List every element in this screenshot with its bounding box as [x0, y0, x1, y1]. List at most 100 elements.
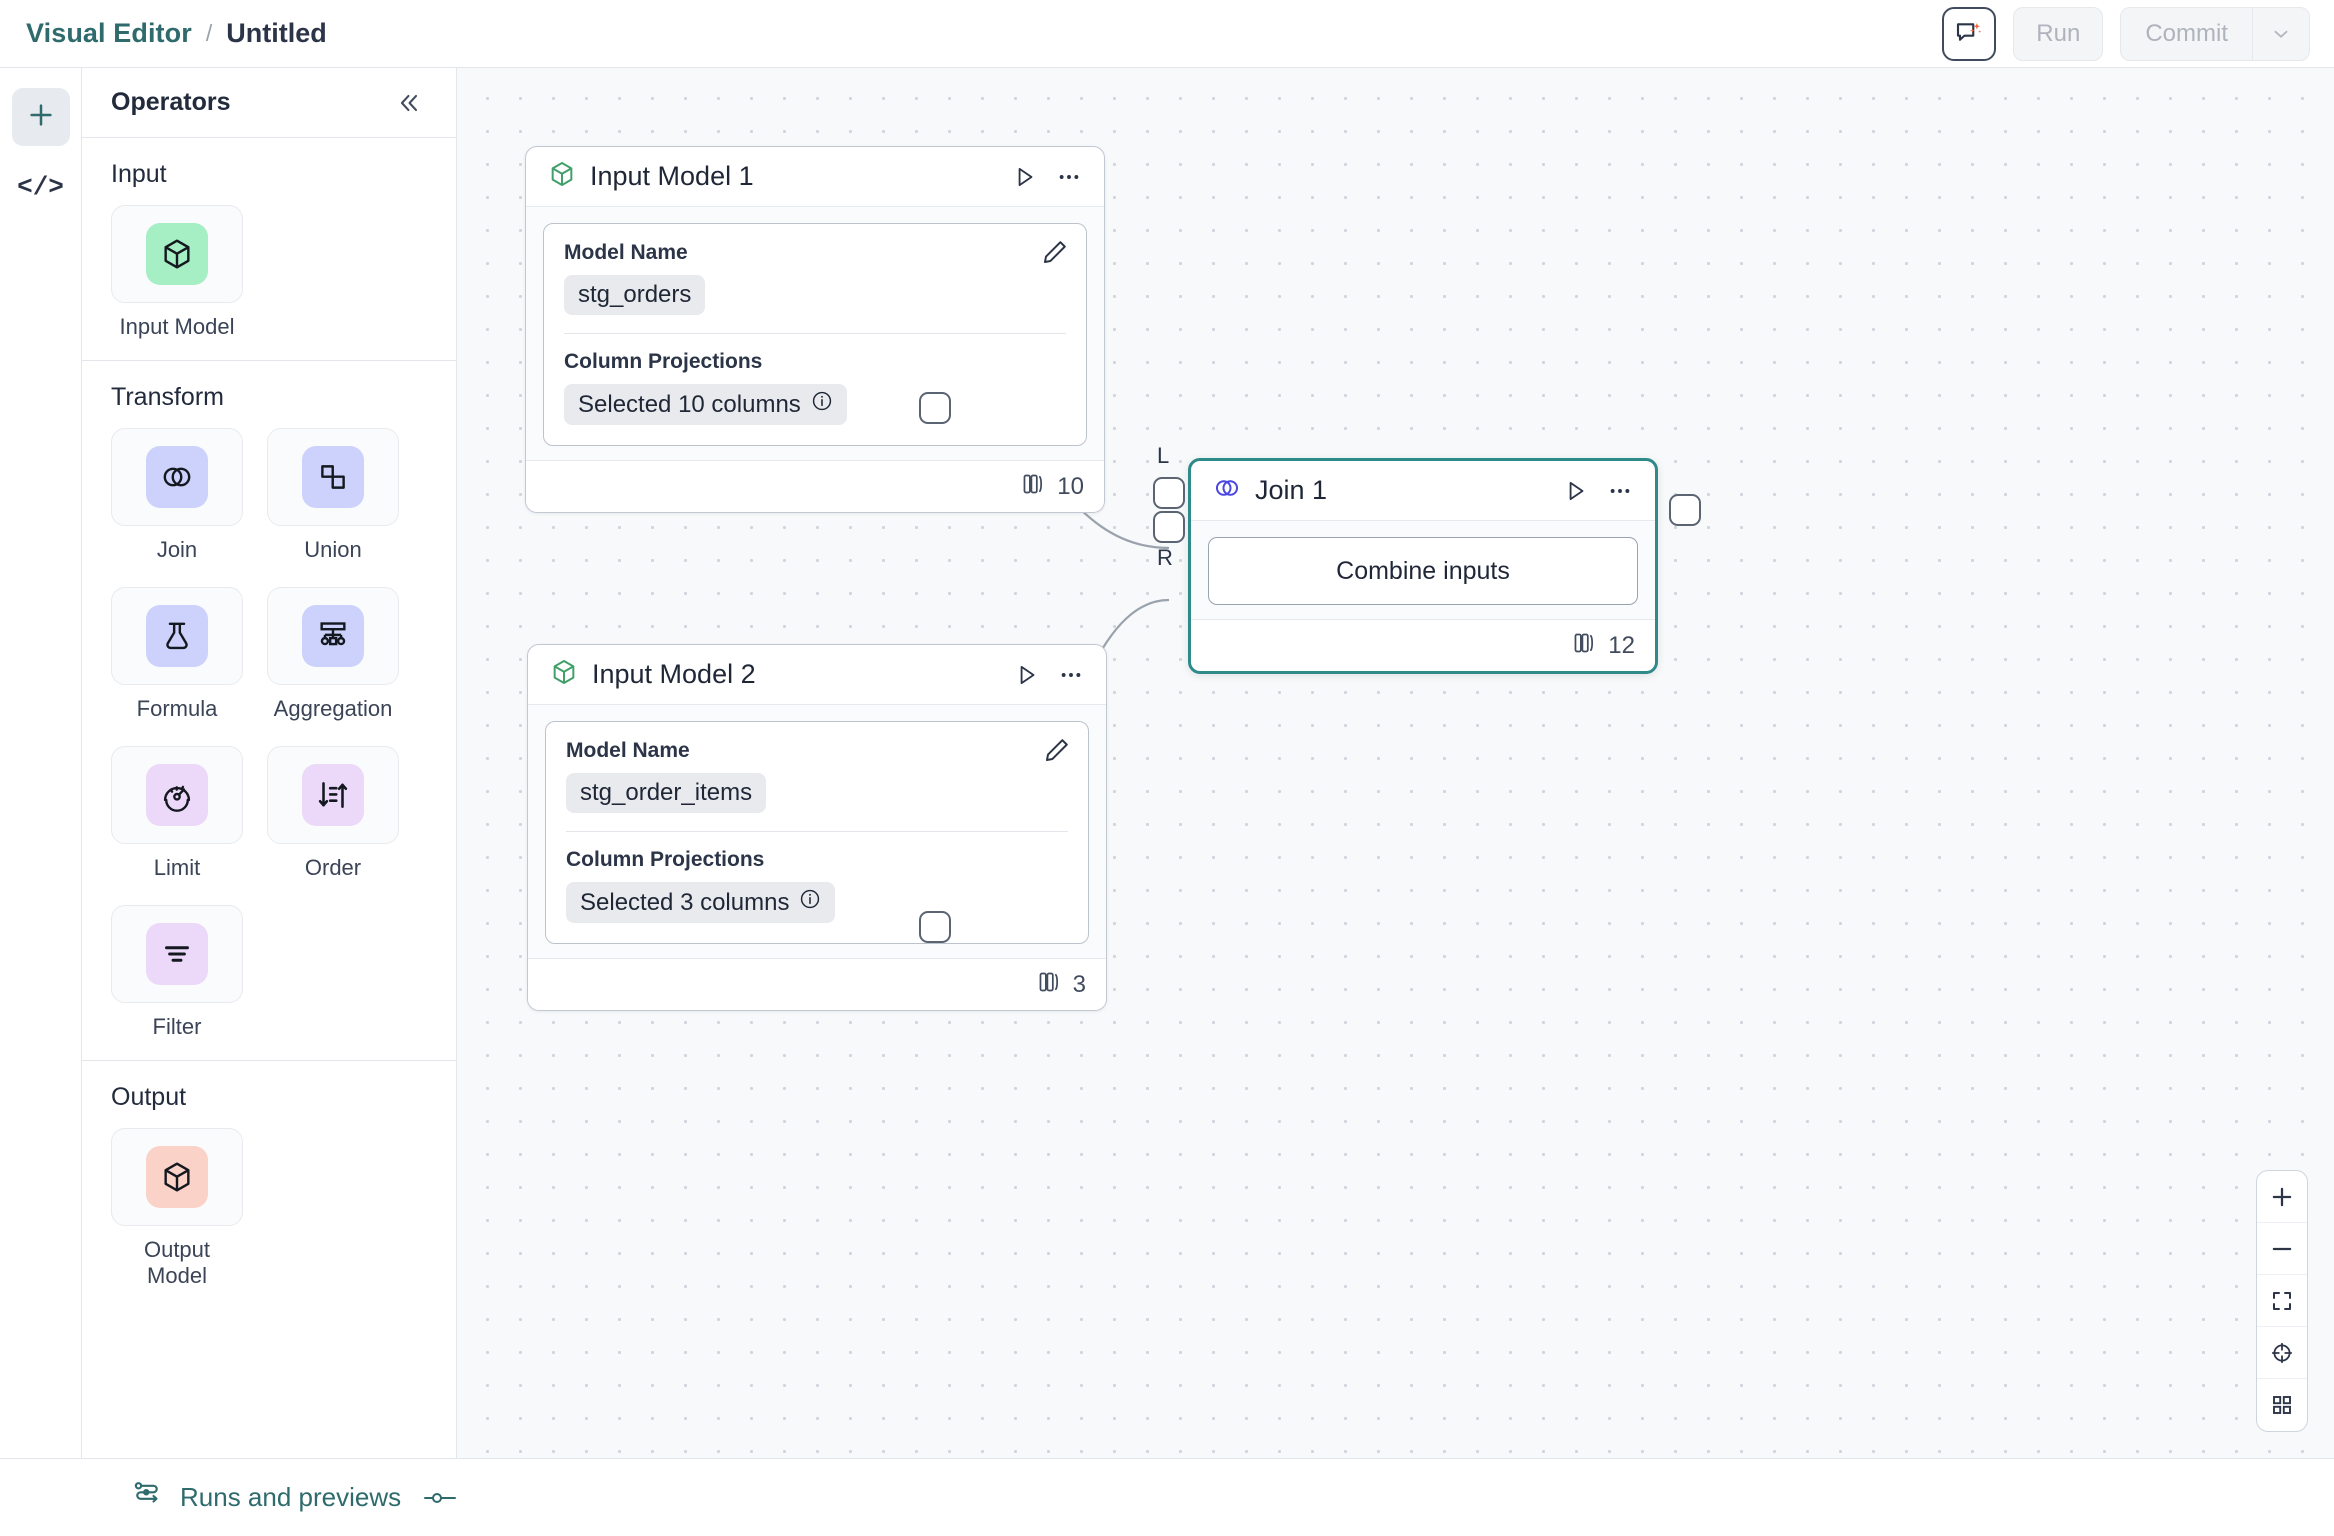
operator-label: Union — [304, 537, 362, 562]
breadcrumb: Visual Editor / Untitled — [26, 18, 327, 49]
columns-icon — [1572, 630, 1598, 661]
gauge-icon — [146, 764, 208, 826]
column-count: 10 — [1057, 472, 1084, 500]
divider — [566, 831, 1068, 832]
operator-formula[interactable]: Formula — [111, 587, 243, 722]
commit-button-group: Commit — [2120, 6, 2310, 61]
column-count: 3 — [1072, 970, 1086, 998]
filter-lines-icon — [146, 923, 208, 985]
input-port-join-right[interactable] — [1153, 511, 1185, 543]
node-body: Model Name stg_order_items Column Projec… — [528, 705, 1106, 958]
operators-panel-title: Operators — [111, 88, 231, 116]
hierarchy-icon — [302, 605, 364, 667]
operator-label: Limit — [153, 855, 201, 880]
venn-circles-icon — [146, 446, 208, 508]
output-port-input-model-1[interactable] — [919, 392, 951, 424]
operator-label: Output Model — [143, 1237, 211, 1288]
node-title: Input Model 1 — [590, 161, 754, 191]
input-port-join-left[interactable] — [1153, 477, 1185, 509]
runs-and-previews-button[interactable]: Runs and previews — [132, 1479, 401, 1516]
cube-icon — [146, 223, 208, 285]
operator-union[interactable]: Union — [267, 428, 399, 563]
operator-order[interactable]: Order — [267, 746, 399, 881]
model-name-chip[interactable]: stg_order_items — [566, 773, 767, 813]
commit-button[interactable]: Commit — [2121, 7, 2253, 60]
operator-filter[interactable]: Filter — [111, 905, 243, 1040]
operator-group-title: Input — [111, 160, 167, 188]
node-header-actions — [1012, 164, 1082, 190]
column-projections-chip[interactable]: Selected 10 columns — [564, 384, 847, 425]
center-view-button[interactable] — [2257, 1327, 2307, 1379]
bottom-bar: Runs and previews — [0, 1458, 2334, 1536]
play-icon[interactable] — [1563, 478, 1589, 504]
columns-icon — [1021, 471, 1047, 502]
model-name-chip[interactable]: stg_orders — [564, 275, 706, 315]
zoom-in-button[interactable] — [2257, 1171, 2307, 1223]
zoom-out-button[interactable] — [2257, 1223, 2307, 1275]
operator-grid: Output Model — [111, 1128, 428, 1289]
operator-tile — [267, 746, 399, 844]
node-join-1[interactable]: Join 1 — [1188, 458, 1658, 674]
operator-tile — [111, 587, 243, 685]
column-projections-chip[interactable]: Selected 3 columns — [566, 882, 836, 923]
operator-join[interactable]: Join — [111, 428, 243, 563]
operator-group-input: Input Input Model — [82, 138, 456, 361]
ellipsis-icon[interactable] — [1607, 478, 1633, 504]
operator-input-model[interactable]: Input Model — [111, 205, 243, 340]
canvas-area: Input Model 1 — [457, 68, 2334, 1458]
pencil-icon[interactable] — [1041, 238, 1069, 271]
fit-view-button[interactable] — [2257, 1275, 2307, 1327]
rail-code-button[interactable]: </> — [12, 158, 70, 216]
combine-inputs-button[interactable]: Combine inputs — [1208, 537, 1638, 605]
cube-icon — [548, 160, 576, 193]
chevron-down-icon[interactable] — [2253, 8, 2309, 60]
ellipsis-icon[interactable] — [1058, 662, 1084, 688]
column-count: 12 — [1608, 631, 1635, 659]
offset-squares-icon — [302, 446, 364, 508]
port-label-left: L — [1157, 443, 1170, 468]
info-icon[interactable] — [811, 390, 833, 419]
info-icon[interactable] — [799, 888, 821, 917]
node-title: Join 1 — [1255, 475, 1328, 505]
node-config-card: Model Name stg_order_items Column Projec… — [545, 721, 1089, 944]
code-brackets-icon: </> — [17, 172, 64, 202]
port-label-right: R — [1157, 545, 1173, 570]
node-input-model-1[interactable]: Input Model 1 — [525, 146, 1105, 513]
column-projections-value: Selected 3 columns — [580, 888, 790, 916]
operator-tile — [111, 746, 243, 844]
operators-panel-header: Operators — [82, 68, 456, 138]
node-header: Input Model 2 — [528, 645, 1106, 705]
chevron-double-left-icon[interactable] — [390, 84, 428, 122]
rail-add-button[interactable] — [11, 88, 70, 146]
app-body: </> Operators Input — [0, 68, 2334, 1458]
node-input-model-2[interactable]: Input Model 2 — [527, 644, 1107, 1011]
play-icon[interactable] — [1012, 164, 1038, 190]
pencil-icon[interactable] — [1043, 736, 1071, 769]
operator-limit[interactable]: Limit — [111, 746, 243, 881]
slider-toggle-icon[interactable] — [423, 1487, 457, 1509]
run-button[interactable]: Run — [2013, 6, 2104, 61]
operator-group-output: Output Output Mode — [82, 1061, 456, 1309]
field-label-column-projections: Column Projections — [566, 848, 765, 871]
operator-label: Formula — [136, 696, 218, 721]
ai-chat-sparkle-icon[interactable] — [1942, 6, 1997, 61]
venn-circles-icon — [1213, 474, 1241, 507]
operator-label: Join — [156, 537, 198, 562]
plus-icon — [26, 100, 56, 135]
ellipsis-icon[interactable] — [1056, 164, 1082, 190]
cube-icon — [550, 658, 578, 691]
node-config-card: Model Name stg_orders Column Projections… — [543, 223, 1087, 446]
toggle-grid-button[interactable] — [2257, 1379, 2307, 1431]
play-icon[interactable] — [1014, 662, 1040, 688]
operator-output-model[interactable]: Output Model — [111, 1128, 243, 1289]
output-port-input-model-2[interactable] — [919, 911, 951, 943]
output-port-join-1[interactable] — [1669, 494, 1701, 526]
breadcrumb-root-link[interactable]: Visual Editor — [26, 18, 192, 48]
operator-label: Input Model — [119, 314, 235, 339]
page-title[interactable]: Untitled — [226, 18, 327, 48]
operator-aggregation[interactable]: Aggregation — [267, 587, 399, 722]
operator-label: Order — [304, 855, 362, 880]
flow-canvas[interactable]: Input Model 1 — [457, 68, 2334, 1458]
operator-grid: Input Model — [111, 205, 428, 340]
pipeline-icon — [132, 1479, 162, 1516]
